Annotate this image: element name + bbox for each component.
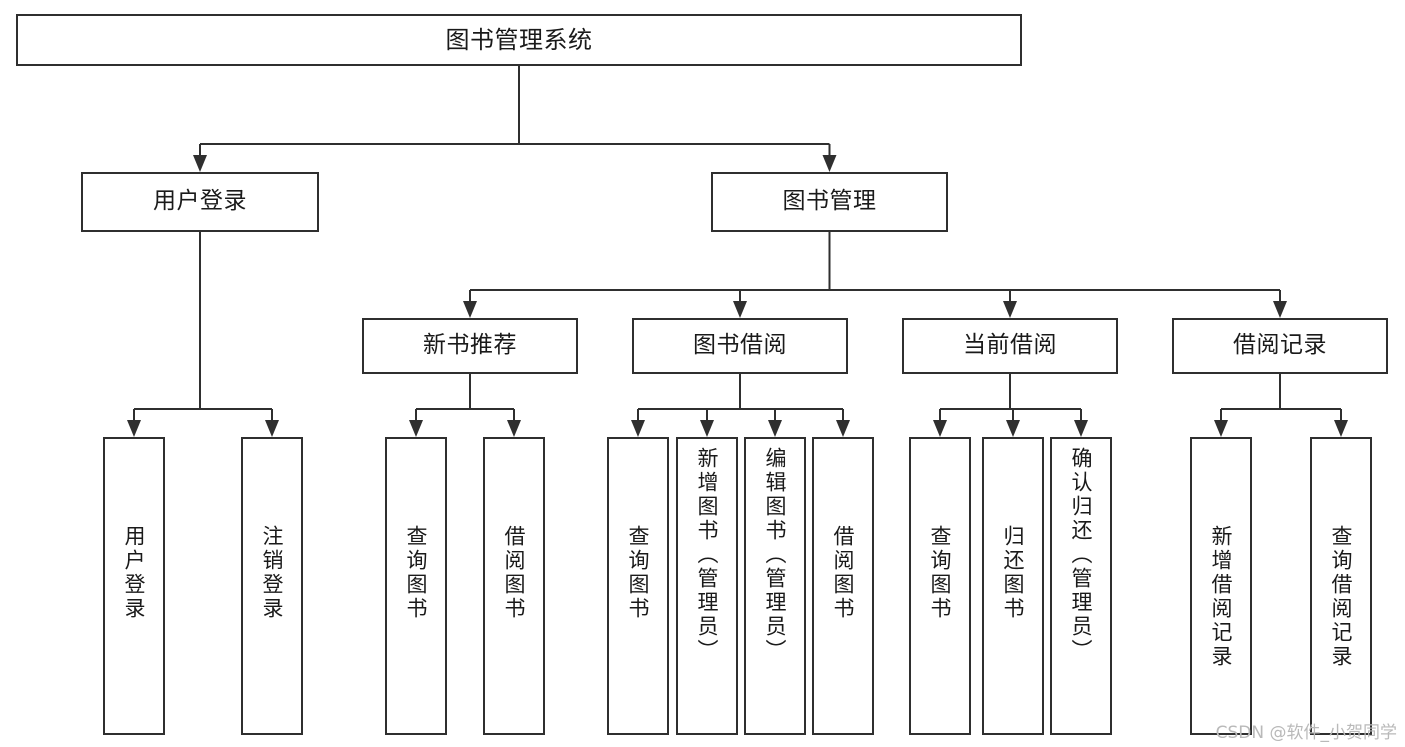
node-label: 当前借阅 (963, 332, 1057, 359)
node-label: 图书管理 (782, 188, 877, 215)
node-label: 归还图书 (1001, 525, 1026, 621)
node-label: 新书推荐 (423, 332, 517, 359)
node-l6[interactable]: 新增图书（管理员） (676, 437, 738, 735)
node-label: 借阅图书 (831, 525, 856, 621)
node-bookmgmt[interactable]: 图书管理 (711, 172, 948, 232)
node-l4[interactable]: 借阅图书 (483, 437, 545, 735)
node-label: 借阅记录 (1233, 332, 1327, 359)
node-borrow[interactable]: 图书借阅 (632, 318, 848, 374)
node-l12[interactable]: 新增借阅记录 (1190, 437, 1252, 735)
watermark: CSDN @软件_小贺同学 (1215, 723, 1397, 743)
node-label: 新增图书（管理员） (695, 447, 720, 663)
node-label: 图书借阅 (693, 332, 787, 359)
node-label: 图书管理系统 (445, 25, 593, 54)
node-l8[interactable]: 借阅图书 (812, 437, 874, 735)
node-current[interactable]: 当前借阅 (902, 318, 1118, 374)
node-records[interactable]: 借阅记录 (1172, 318, 1388, 374)
node-l13[interactable]: 查询借阅记录 (1310, 437, 1372, 735)
node-label: 查询借阅记录 (1329, 525, 1354, 669)
node-label: 借阅图书 (502, 525, 527, 621)
node-l7[interactable]: 编辑图书（管理员） (744, 437, 806, 735)
node-l1[interactable]: 用户登录 (103, 437, 165, 735)
node-label: 查询图书 (626, 525, 651, 621)
node-l10[interactable]: 归还图书 (982, 437, 1044, 735)
node-label: 用户登录 (153, 188, 247, 215)
node-root[interactable]: 图书管理系统 (16, 14, 1022, 66)
node-l11[interactable]: 确认归还（管理员） (1050, 437, 1112, 735)
node-label: 编辑图书（管理员） (763, 447, 788, 663)
node-label: 查询图书 (928, 525, 953, 621)
node-login[interactable]: 用户登录 (81, 172, 319, 232)
node-label: 新增借阅记录 (1209, 525, 1234, 669)
node-label: 用户登录 (122, 525, 147, 621)
node-l2[interactable]: 注销登录 (241, 437, 303, 735)
node-newbook[interactable]: 新书推荐 (362, 318, 578, 374)
node-l9[interactable]: 查询图书 (909, 437, 971, 735)
node-label: 查询图书 (404, 525, 429, 621)
node-label: 确认归还（管理员） (1069, 447, 1094, 663)
node-l5[interactable]: 查询图书 (607, 437, 669, 735)
node-label: 注销登录 (260, 525, 285, 621)
node-l3[interactable]: 查询图书 (385, 437, 447, 735)
